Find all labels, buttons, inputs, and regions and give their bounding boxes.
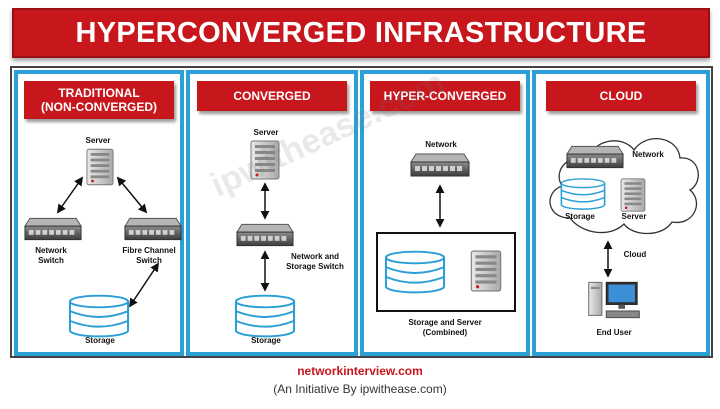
label-network: Network [425,140,457,149]
connection-arrows [260,182,270,292]
panel-converged: CONVERGED Server Network and Storage Swi… [186,70,358,356]
label-network: Network [632,150,664,159]
label-storage: Storage [565,212,595,221]
panel-traditional: TRADITIONAL (NON-CONVERGED) Server Netwo… [14,70,184,356]
label-storage: Storage [251,336,281,345]
footer-site: networkinterview.com [297,364,423,378]
panel-cloud: CLOUD Network Storage Server Cloud End U… [532,70,710,356]
panel-hyperconverged: HYPER-CONVERGED Network Storage and Serv… [360,70,530,356]
connection-arrows [56,176,159,308]
label-end-user: End User [596,328,632,337]
connection-arrows [435,184,445,228]
label-storage-and-server: Storage and Server (Combined) [408,318,482,337]
label-cloud: Cloud [623,250,647,259]
panel-header-cloud: CLOUD [546,81,696,111]
combined-box [376,232,516,312]
label-storage: Storage [85,336,115,345]
label-server: Server [253,128,279,137]
title-banner: HYPERCONVERGED INFRASTRUCTURE [12,8,710,58]
page-title: HYPERCONVERGED INFRASTRUCTURE [75,16,647,49]
outer-frame [10,66,713,358]
label-network-switch: Network Switch [35,246,67,265]
label-server: Server [85,136,111,145]
label-network-storage-switch: Network and Storage Switch [286,252,344,271]
footer-initiative: (An Initiative By ipwithease.com) [273,382,447,396]
label-fibre-channel-switch: Fibre Channel Switch [122,246,176,265]
panel-header-traditional: TRADITIONAL (NON-CONVERGED) [24,81,174,119]
connection-arrows [603,240,613,278]
label-server: Server [621,212,647,221]
panel-header-hyperconverged: HYPER-CONVERGED [370,81,520,111]
panel-header-converged: CONVERGED [197,81,347,111]
